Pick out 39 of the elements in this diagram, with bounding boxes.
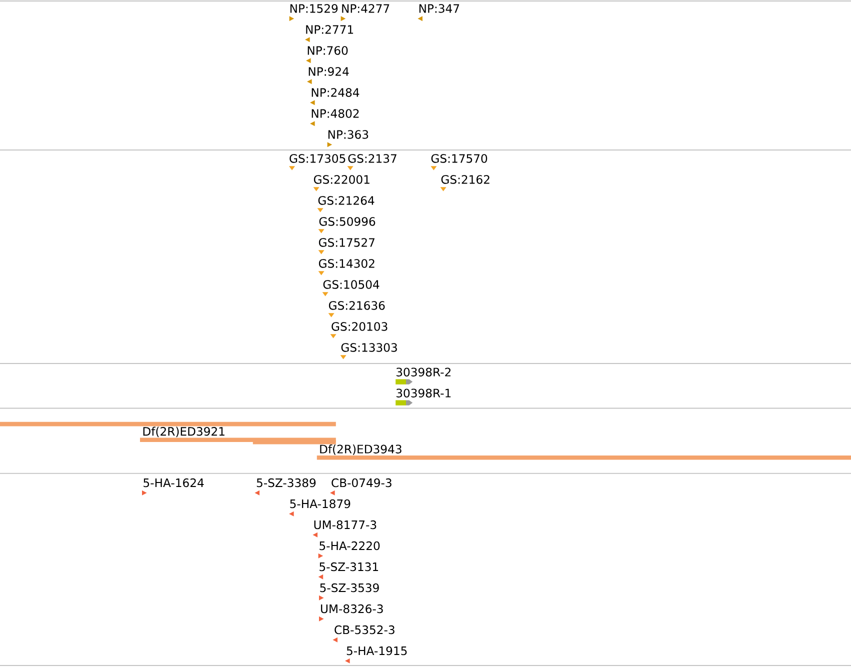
feature-label: GS:21636 — [328, 301, 385, 310]
feature-label: GS:14302 — [318, 259, 374, 268]
feature-label: 5-SZ-3131 — [320, 562, 378, 572]
feature-label: Df(2R)ED3943 — [320, 444, 402, 455]
feature-label: GS:17570 — [431, 154, 488, 163]
feature-label: NP:4802 — [312, 109, 359, 118]
feature-bar — [252, 440, 336, 444]
feature-label: CB-0749-3 — [332, 478, 392, 488]
feature-label: NP:347 — [419, 4, 460, 13]
feature-label: GS:2162 — [441, 175, 490, 184]
feature-label: 5-HA-1624 — [144, 478, 204, 488]
feature-label: 5-SZ-3539 — [320, 583, 379, 592]
feature-label: NP:1529 — [290, 4, 338, 13]
feature-label: NP:363 — [328, 130, 368, 139]
feature-label: GS:22001 — [314, 175, 370, 184]
feature-label: GS:2137 — [348, 154, 396, 163]
feature-label: NP:2484 — [312, 88, 360, 97]
feature-label: UM-8177-3 — [314, 520, 376, 530]
feature-label: GS:13303 — [341, 343, 397, 352]
feature-label: NP:2771 — [306, 25, 354, 34]
feature-label: NP:4277 — [342, 4, 390, 13]
feature-label: GS:10504 — [323, 280, 380, 289]
feature-label: CB-5352-3 — [334, 625, 394, 634]
feature-label: 30398R-2 — [396, 368, 450, 376]
feature-label: 5-SZ-3389 — [256, 478, 316, 488]
feature-label: UM-8326-3 — [321, 604, 383, 614]
feature-label: GS:21264 — [318, 196, 374, 205]
feature-label: 5-HA-1915 — [346, 646, 407, 656]
feature-label: Df(2R)ED3921 — [143, 426, 224, 438]
feature-label: 5-HA-1879 — [290, 499, 350, 508]
feature-label: 5-HA-2220 — [320, 541, 380, 550]
feature-label: 30398R-1 — [396, 388, 451, 398]
feature-label: NP:924 — [308, 67, 349, 76]
feature-label: GS:17527 — [318, 238, 374, 247]
feature-label: GS:50996 — [319, 217, 376, 226]
feature-label: GS:20103 — [332, 322, 388, 331]
feature-label: NP:760 — [308, 46, 348, 55]
feature-label: GS:17305 — [290, 154, 346, 163]
feature-bar — [0, 422, 336, 426]
